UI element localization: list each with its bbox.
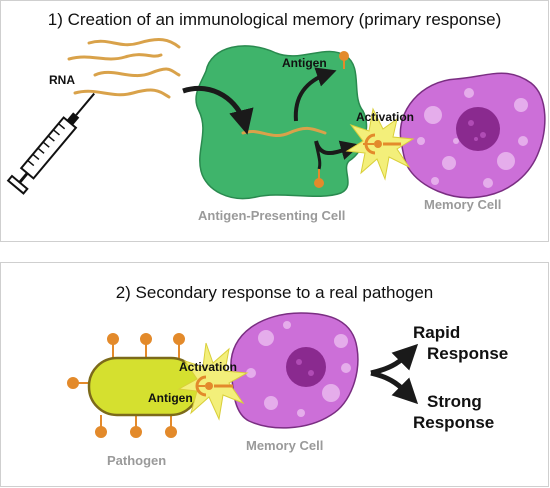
strong-response-line1: Strong (427, 392, 482, 411)
strong-response-arrow (370, 370, 419, 405)
nucleus (286, 347, 326, 387)
rna-label: RNA (49, 73, 75, 87)
pathogen-label: Pathogen (107, 453, 167, 468)
rapid-response-line2: Response (427, 344, 509, 363)
apc-label: Antigen-Presenting Cell (198, 208, 346, 223)
activation-label: Activation (356, 110, 415, 124)
apc-rna-strand (241, 126, 327, 138)
nucleus (456, 107, 500, 151)
panel2-title: 2) Secondary response to a real pathogen (115, 283, 434, 302)
antigen-label: Antigen (282, 56, 327, 70)
rapid-response-arrow (370, 343, 419, 376)
memory-cell-vesicles (246, 321, 351, 417)
secondary-response-panel: 2) Secondary response to a real pathogen… (0, 262, 549, 487)
receptor-icon (363, 133, 401, 155)
rna-strands (67, 38, 181, 99)
rapid-response-line1: Rapid (413, 323, 461, 342)
memory-cell-vesicles (417, 88, 528, 188)
secondary-response-illustration (67, 312, 419, 438)
activation-burst (177, 342, 249, 421)
receptor-icon (195, 375, 233, 397)
memory-cell-label: Memory Cell (424, 197, 502, 212)
antigen-up-arrow (293, 67, 337, 122)
antigen-icon (314, 169, 324, 188)
strong-response-line2: Response (413, 413, 495, 432)
panel1-title: 1) Creation of an immunological memory (… (47, 10, 502, 29)
antigen-label: Antigen (148, 391, 193, 405)
activation-label: Activation (179, 360, 238, 374)
memory-cell-label: Memory Cell (246, 438, 324, 453)
syringe-icon (6, 92, 95, 195)
primary-response-illustration (6, 38, 546, 200)
antigen-down-arrow-2 (314, 142, 322, 170)
antigen-icon (339, 51, 349, 69)
pathogen-antigens (67, 333, 185, 438)
injection-arrow (182, 85, 254, 135)
primary-response-panel: 1) Creation of an immunological memory (… (0, 0, 549, 242)
